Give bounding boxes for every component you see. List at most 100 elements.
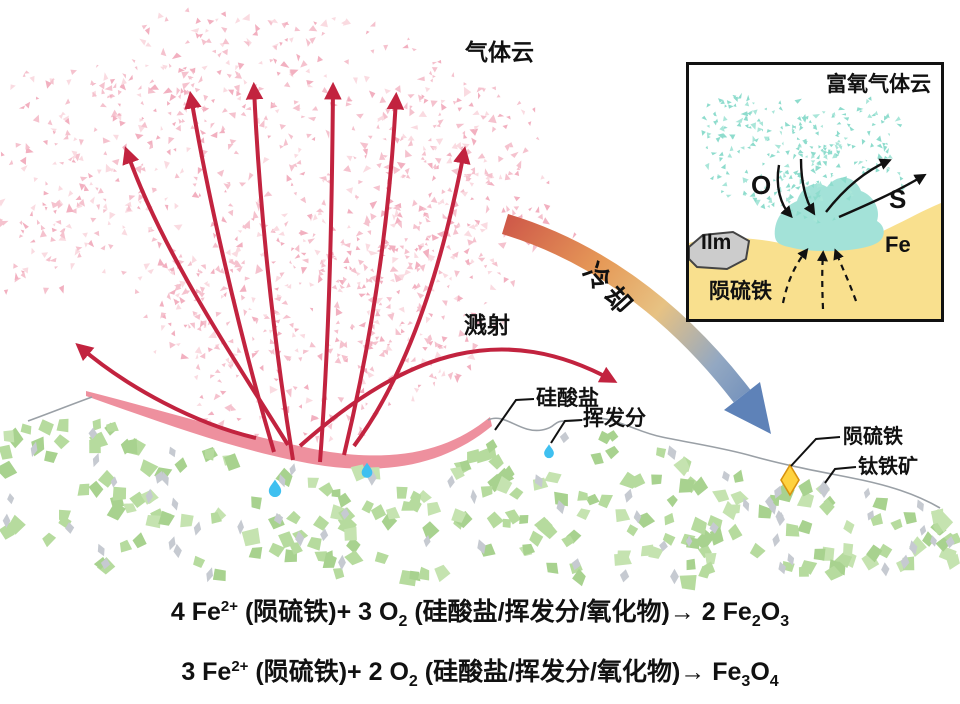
speck xyxy=(369,366,375,372)
speck xyxy=(454,375,461,383)
speck xyxy=(274,109,280,114)
speck xyxy=(213,232,217,239)
speck xyxy=(92,418,101,431)
speck xyxy=(516,160,522,169)
speck xyxy=(392,257,399,264)
speck xyxy=(190,82,195,88)
speck xyxy=(474,321,484,326)
speck xyxy=(430,196,438,203)
speck xyxy=(370,49,375,54)
speck xyxy=(776,150,781,154)
speck xyxy=(919,524,927,536)
volatile-droplets xyxy=(268,444,554,498)
speck xyxy=(534,474,543,488)
speck xyxy=(432,381,436,387)
speck xyxy=(7,514,26,535)
speck xyxy=(239,182,247,187)
speck xyxy=(136,93,142,98)
speck xyxy=(867,113,873,118)
inset-troilite-ground xyxy=(689,203,941,319)
speck xyxy=(811,162,815,167)
speck xyxy=(210,122,215,129)
ejecta-arrows xyxy=(75,81,618,463)
speck xyxy=(39,229,47,238)
speck xyxy=(477,539,486,555)
speck xyxy=(292,332,297,338)
speck xyxy=(307,238,315,244)
speck xyxy=(733,96,738,102)
speck xyxy=(271,102,276,107)
speck xyxy=(720,99,725,104)
speck xyxy=(876,143,883,149)
speck xyxy=(346,250,352,256)
speck xyxy=(135,133,144,140)
speck xyxy=(766,153,770,157)
speck xyxy=(219,286,229,292)
speck xyxy=(504,173,511,181)
speck xyxy=(535,206,540,213)
speck xyxy=(871,122,876,126)
speck xyxy=(798,478,813,497)
speck xyxy=(812,216,818,223)
speck xyxy=(151,237,158,242)
speck xyxy=(559,431,570,444)
speck xyxy=(886,168,890,174)
speck xyxy=(215,18,219,22)
speck xyxy=(194,87,201,93)
speck xyxy=(355,194,360,198)
speck xyxy=(68,190,74,197)
speck xyxy=(471,137,477,146)
inset-canvas xyxy=(689,92,941,319)
speck xyxy=(271,261,277,264)
speck xyxy=(798,153,803,158)
speck xyxy=(229,268,233,273)
speck xyxy=(325,129,330,139)
speck xyxy=(195,353,199,360)
speck xyxy=(841,187,844,191)
speck xyxy=(383,44,389,51)
speck xyxy=(291,247,295,252)
speck xyxy=(122,225,126,229)
speck xyxy=(633,510,642,524)
speck xyxy=(237,230,243,233)
sputter-arrow-right xyxy=(298,347,618,448)
speck xyxy=(328,414,334,420)
speck xyxy=(299,171,306,176)
speck xyxy=(346,536,361,554)
speck xyxy=(112,82,117,89)
speck xyxy=(446,284,450,289)
speck xyxy=(112,486,127,501)
speck xyxy=(13,263,19,269)
speck xyxy=(468,224,476,230)
speck xyxy=(937,511,954,533)
speck xyxy=(127,204,132,211)
speck xyxy=(102,198,107,202)
speck xyxy=(786,188,791,192)
speck xyxy=(513,206,520,211)
speck xyxy=(294,244,300,253)
speck xyxy=(543,203,551,211)
speck xyxy=(810,151,817,158)
speck xyxy=(286,174,293,182)
speck xyxy=(709,175,714,180)
speck xyxy=(863,487,871,499)
speck xyxy=(883,155,889,159)
speck xyxy=(690,516,707,536)
speck xyxy=(404,238,409,242)
speck xyxy=(198,193,202,197)
speck xyxy=(679,575,697,591)
speck xyxy=(411,48,417,52)
speck xyxy=(102,137,111,144)
speck xyxy=(173,298,178,304)
speck xyxy=(20,229,25,234)
speck xyxy=(509,487,524,500)
speck xyxy=(340,238,345,244)
speck xyxy=(258,60,263,65)
speck xyxy=(140,100,144,106)
speck xyxy=(662,532,676,546)
speck xyxy=(128,74,133,81)
speck xyxy=(403,102,408,110)
speck xyxy=(424,338,432,345)
speck xyxy=(396,289,400,295)
speck xyxy=(75,246,83,251)
